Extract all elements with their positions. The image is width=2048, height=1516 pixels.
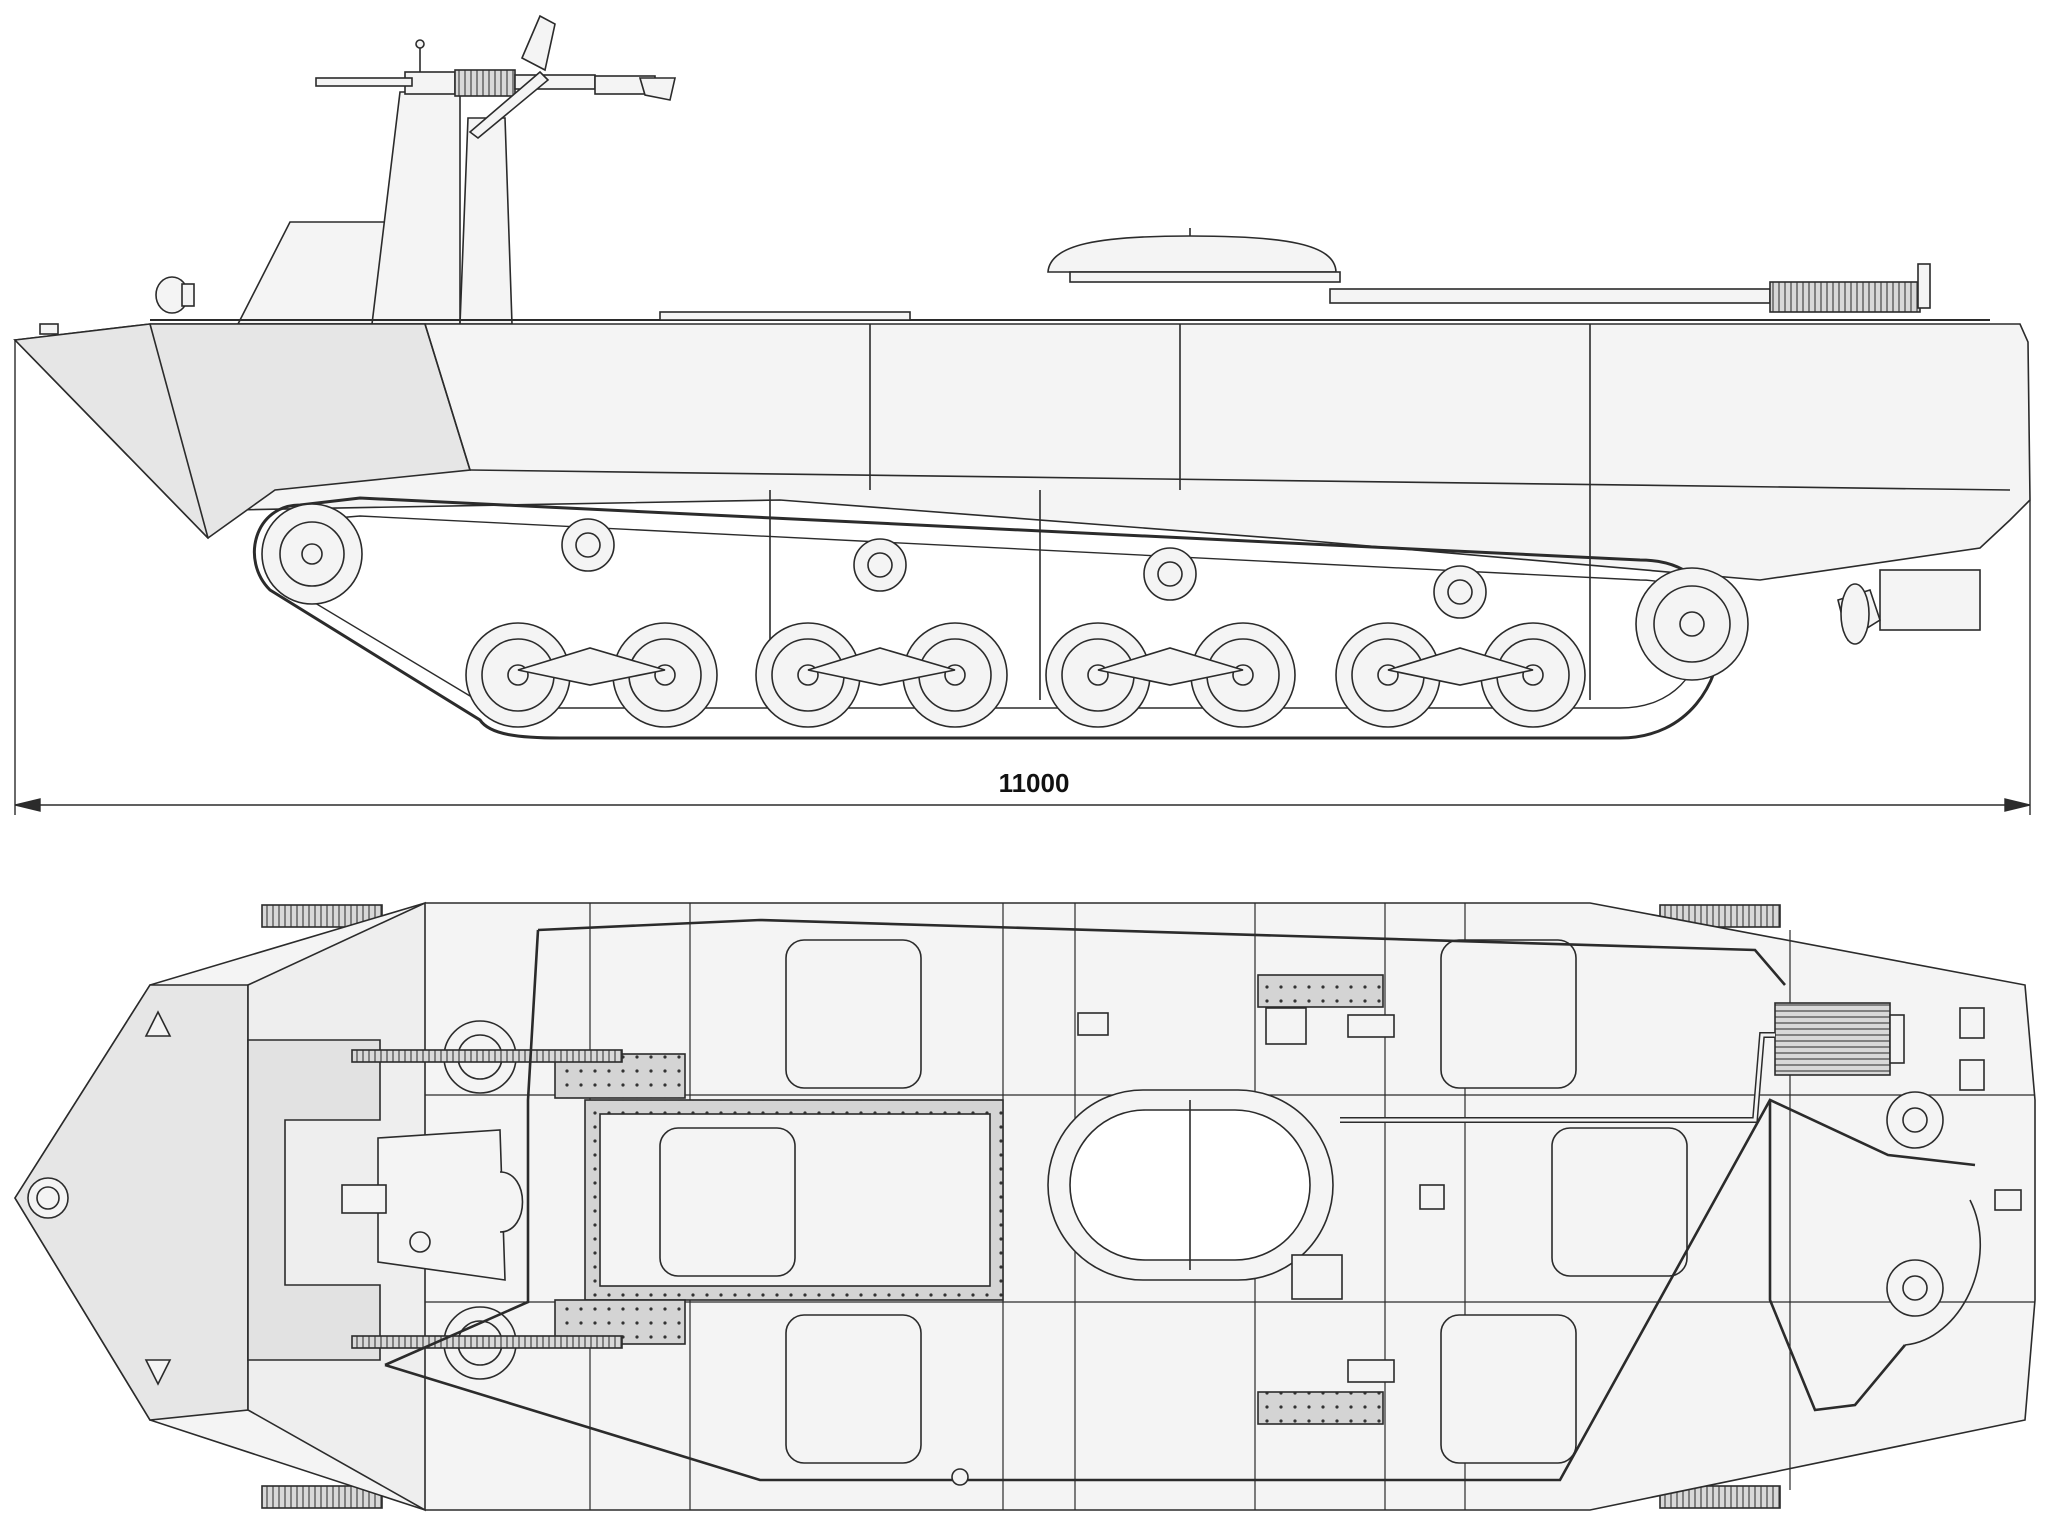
stern-propeller	[1837, 569, 1981, 645]
bow-gun-ports	[351, 1020, 623, 1380]
drive-sprocket	[261, 503, 363, 605]
tie-down-cables	[384, 918, 1976, 1482]
radiator	[1774, 1002, 1905, 1076]
hull-side	[13, 323, 2031, 700]
deck-hatch-dome	[1047, 228, 1341, 283]
return-rollers	[561, 518, 1487, 619]
road-wheels	[465, 622, 1586, 728]
spotlight	[155, 276, 195, 314]
side-view	[13, 14, 2031, 740]
bogie-arms	[517, 647, 1534, 686]
cargo-hatches	[659, 939, 1688, 1464]
machine-gun-mount	[315, 14, 677, 140]
dome-hatch	[1047, 1089, 1334, 1281]
stern-winches	[1886, 1007, 2022, 1346]
exhaust-pipe	[1329, 263, 1931, 313]
length-dimension-label: 11000	[999, 768, 1070, 798]
bow-cupola	[236, 91, 513, 325]
driver-position	[341, 1129, 524, 1281]
idler-wheel	[1635, 567, 1749, 681]
top-view	[14, 901, 2036, 1512]
dimension-line	[14, 340, 2031, 815]
